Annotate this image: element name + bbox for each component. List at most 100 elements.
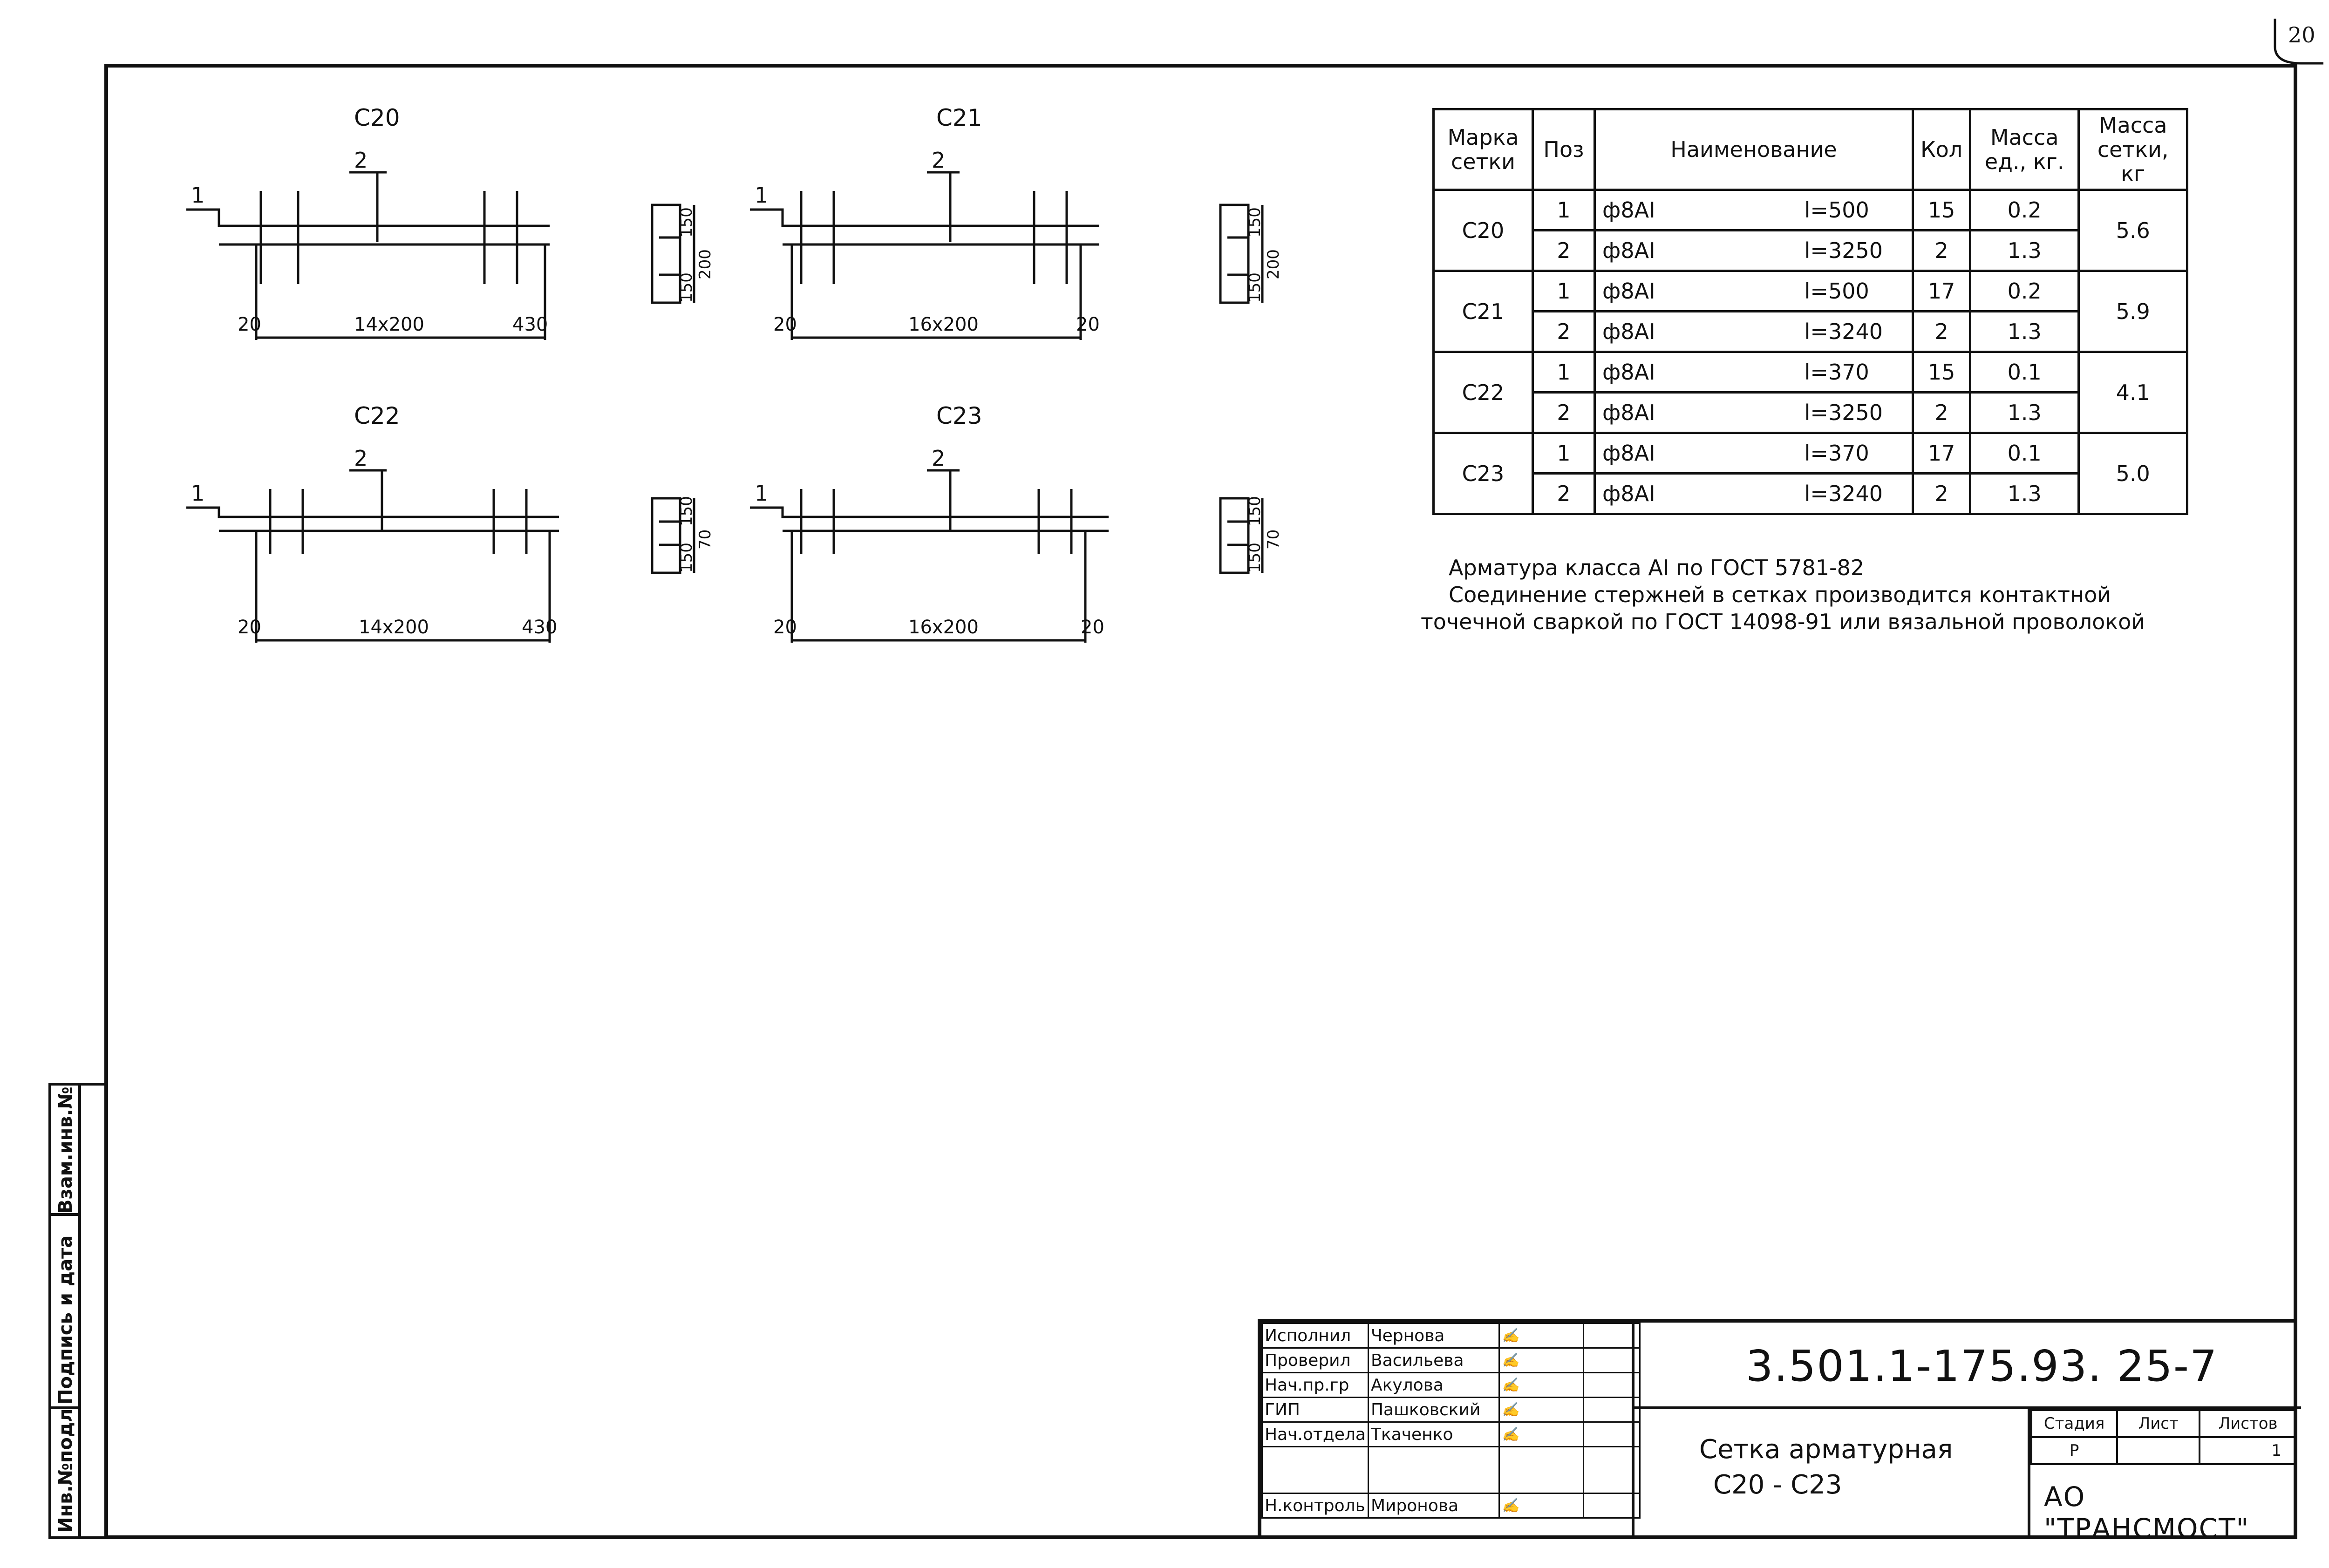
spec-pos: 2	[1532, 229, 1596, 272]
signature-date	[1582, 1372, 1641, 1398]
spec-name: ф8AI l=3250	[1594, 391, 1914, 434]
spec-length: l=370	[1804, 441, 1869, 466]
mark-c21-start: 20	[773, 314, 797, 335]
spec-qty: 2	[1911, 472, 1972, 515]
spec-length: l=3250	[1804, 400, 1883, 425]
mark-c20-pos1: 1	[191, 183, 204, 208]
mark-c20-end: 430	[512, 314, 548, 335]
spec-unit-mass: 1.3	[1969, 391, 2080, 434]
note-line: Арматура класса AI по ГОСТ 5781-82	[1449, 555, 1865, 580]
spec-length: l=500	[1804, 278, 1869, 304]
sheet-corner-number: 20	[2273, 19, 2324, 65]
spec-bar: ф8AI	[1602, 197, 1655, 223]
signature-role: ГИП	[1261, 1397, 1369, 1423]
spec-pos: 1	[1532, 351, 1596, 394]
signature-role: Исполнил	[1261, 1323, 1369, 1349]
notes: Арматура класса AI по ГОСТ 5781-82 Соеди…	[1421, 554, 2259, 635]
signature-name	[1367, 1446, 1500, 1494]
document-title-line: С20 - С23	[1713, 1470, 1842, 1500]
spec-header-row: Марка сетки Поз Наименование Кол Масса е…	[1432, 108, 2189, 191]
signature-date	[1582, 1323, 1641, 1349]
strip-cell	[51, 1086, 78, 1216]
mesh-c22: С22 1 2 20 14x200 430 150 150 70	[186, 402, 715, 643]
spec-length: l=3240	[1804, 319, 1883, 344]
mark-c20-title: С20	[354, 104, 400, 131]
document-title-line: Сетка арматурная	[1699, 1434, 1953, 1465]
note-line: Соединение стержней в сетках производитс…	[1449, 582, 2111, 607]
mark-c20-sec-top: 150	[677, 207, 696, 238]
spec-mesh-mass: 4.1	[2077, 351, 2189, 434]
mark-c20-spacing: 14x200	[354, 314, 424, 335]
signature-row	[1261, 1446, 1641, 1494]
spec-length: l=3240	[1804, 481, 1883, 506]
title-block-divider	[1632, 1323, 1634, 1539]
signature-name: Пашковский	[1367, 1397, 1500, 1423]
signature-role: Нач.пр.гр	[1261, 1372, 1369, 1398]
mark-c21-pos1: 1	[755, 183, 768, 208]
signature-date	[1582, 1397, 1641, 1423]
mesh-c23: С23 1 2 20 16x200 20 150 150 70	[750, 402, 1283, 643]
spec-qty: 17	[1911, 432, 1972, 475]
mark-c23-sec-total: 70	[1264, 529, 1283, 550]
mark-c21-spacing: 16x200	[908, 314, 979, 335]
spec-pos: 1	[1532, 189, 1596, 231]
mark-c23-end: 20	[1081, 617, 1104, 638]
spec-mark: С20	[1432, 189, 1534, 272]
mark-c23-spacing: 16x200	[908, 617, 979, 638]
strip-label: Взам.инв.№	[55, 1086, 76, 1214]
sheet-corner-arc	[2274, 19, 2323, 65]
mark-c20-pos2: 2	[354, 148, 368, 173]
title-block-divider	[1632, 1406, 2301, 1409]
spec-length: l=3250	[1804, 238, 1883, 263]
mark-c20-start: 20	[238, 314, 261, 335]
spec-header-name: Наименование	[1594, 108, 1914, 191]
signature-mark: ✍	[1498, 1421, 1584, 1447]
mark-c22-title: С22	[354, 402, 400, 429]
signature-name: Миронова	[1367, 1493, 1500, 1519]
signature-mark: ✍	[1498, 1397, 1584, 1423]
sheets-value: 1	[2199, 1436, 2297, 1465]
mark-c21-sec-bot: 150	[1246, 272, 1264, 303]
stage-table: Стадия Лист Листов Р 1	[2030, 1409, 2297, 1465]
spec-pos: 2	[1532, 472, 1596, 515]
signature-date	[1582, 1446, 1641, 1494]
document-code: 3.501.1-175.93. 25-7	[1746, 1341, 2218, 1391]
spec-qty: 2	[1911, 391, 1972, 434]
spec-bar: ф8AI	[1602, 238, 1655, 263]
sheet-label: Лист	[2116, 1409, 2201, 1438]
spec-pos: 1	[1532, 270, 1596, 312]
mark-c22-pos1: 1	[191, 481, 204, 506]
mark-c22-sec-total: 70	[696, 529, 715, 550]
signature-date	[1582, 1347, 1641, 1373]
mark-c21-sec-total: 200	[1264, 249, 1283, 279]
mark-c22-spacing: 14x200	[359, 617, 429, 638]
spec-unit-mass: 1.3	[1969, 229, 2080, 272]
sheet-value	[2116, 1436, 2201, 1465]
mark-c23-pos2: 2	[932, 446, 945, 471]
mark-c21-end: 20	[1076, 314, 1100, 335]
stage-value-row: Р 1	[2030, 1436, 2297, 1465]
spec-header-unit-mass: Масса ед., кг.	[1969, 108, 2080, 191]
spec-bar: ф8AI	[1602, 400, 1655, 425]
mark-c21-pos2: 2	[932, 148, 945, 173]
mark-c20-sec-total: 200	[696, 249, 715, 279]
spec-qty: 15	[1911, 189, 1972, 231]
title-block-divider	[2028, 1406, 2030, 1539]
spec-unit-mass: 0.2	[1969, 270, 2080, 312]
mark-c21-sec-top: 150	[1246, 207, 1264, 238]
spec-bar: ф8AI	[1602, 360, 1655, 385]
spec-length: l=370	[1804, 360, 1869, 385]
spec-unit-mass: 0.1	[1969, 351, 2080, 394]
strip-label: Подпись и дата	[55, 1235, 76, 1405]
mark-c23-pos1: 1	[755, 481, 768, 506]
signature-mark: ✍	[1498, 1323, 1584, 1349]
